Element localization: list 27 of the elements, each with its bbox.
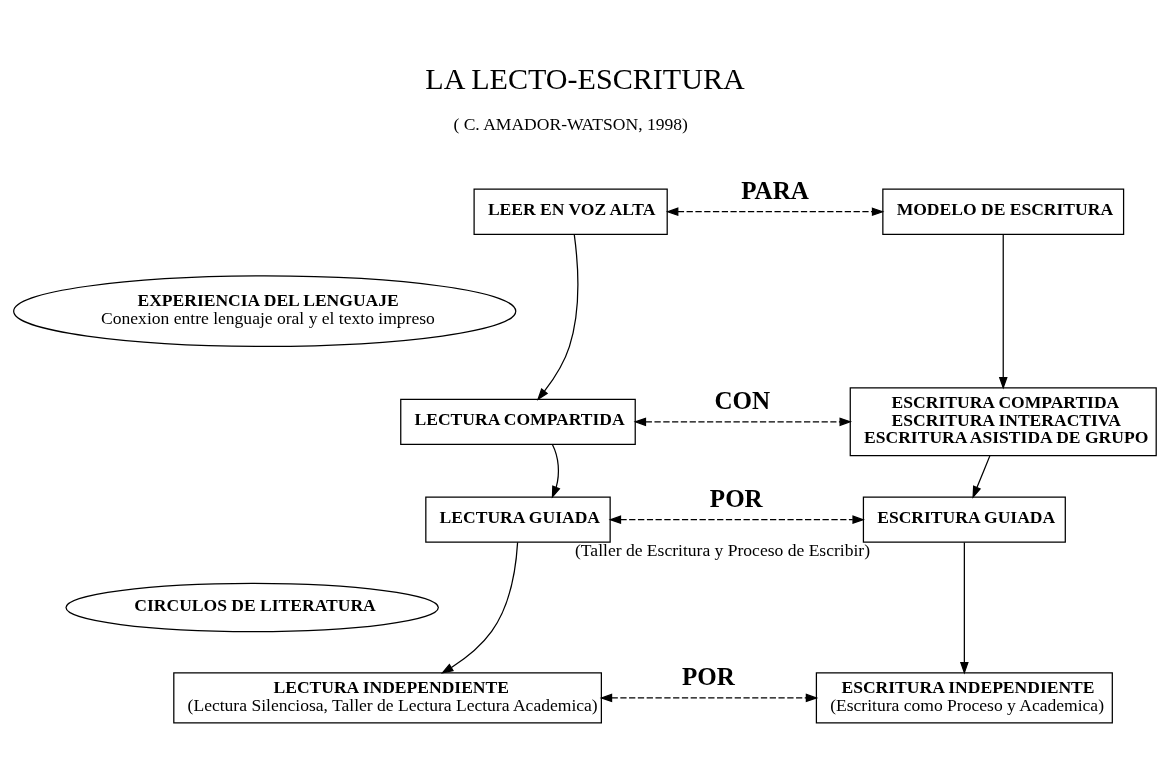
node-box: ESCRITURA INDEPENDIENTE (Escritura como Proceso y Academica) — [815, 672, 1113, 724]
node-box: MODELO DE ESCRITURA — [882, 188, 1125, 235]
arrow — [599, 693, 819, 703]
label: ( C. AMADOR-WATSON, 1998) — [453, 113, 688, 134]
edge-label: POR — [681, 663, 735, 691]
arrow — [998, 233, 1008, 390]
arrow — [665, 207, 885, 217]
node-box: ESCRITURA COMPARTIDA ESCRITURA INTERACTIVA ESCRITURA ASISTIDA DE GRUPO — [849, 387, 1157, 457]
arrow — [608, 515, 865, 525]
node-box: ESCRITURA GUIADA — [862, 496, 1066, 543]
edge-label: CON — [714, 387, 771, 415]
node-ellipse: EXPERIENCIA DEL LENGUAJE Conexion entre lenguaje oral y el texto impreso — [13, 275, 517, 347]
arrow — [440, 541, 519, 674]
arrow — [633, 417, 853, 427]
node-box: LECTURA COMPARTIDA — [400, 398, 636, 446]
node-label: (Taller de Escritura y Proceso de Escribir) — [575, 540, 871, 561]
node-box: LECTURA INDEPENDIENTE (Lectura Silenciosa, Taller de Lectura Lectura Academica) — [173, 672, 602, 724]
edge-label: POR — [709, 485, 763, 513]
arrow — [972, 455, 991, 499]
arrow — [959, 541, 969, 675]
diagram-title: LA LECTO-ESCRITURA — [425, 62, 745, 97]
node-box: LEER EN VOZ ALTA — [473, 188, 668, 235]
node-box: LECTURA GUIADA — [425, 496, 611, 543]
arrow — [551, 444, 561, 499]
edge-label: PARA — [741, 177, 809, 205]
arrow — [536, 233, 579, 401]
node-ellipse: CIRCULOS DE LITERATURA — [65, 582, 439, 633]
